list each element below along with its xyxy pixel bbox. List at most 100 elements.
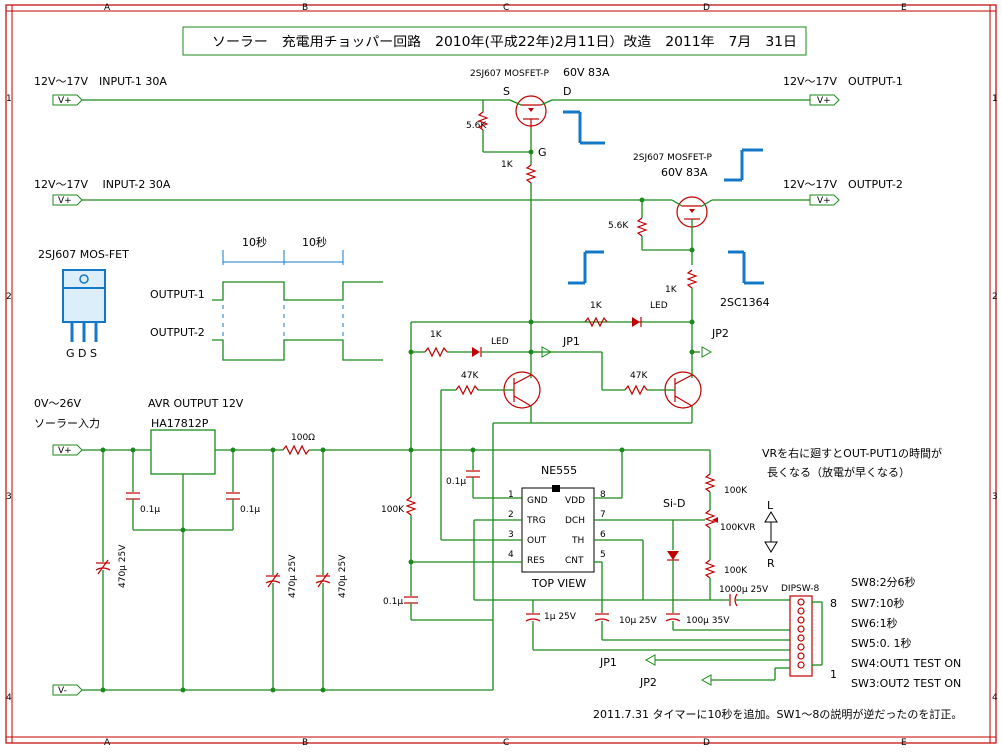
variable-resistor	[704, 509, 716, 529]
ne555-pin1-name: GND	[527, 496, 548, 506]
grid-row-2-right: 2	[992, 292, 998, 302]
ne555-pin1-num: 1	[508, 490, 514, 500]
mosfet1-arrow	[528, 108, 534, 112]
mosfet1-source-lead	[509, 99, 522, 106]
vr-r-label: R	[767, 557, 775, 570]
c10u-label: 10μ 25V	[619, 616, 657, 626]
resistor-1k-led2	[584, 316, 608, 328]
r100k-top-label: 100K	[724, 486, 748, 496]
resistor-100k-top	[704, 473, 716, 493]
led2-label: LED	[650, 301, 668, 311]
resistor-1k-2	[686, 269, 698, 289]
resistor-47k-1	[455, 384, 479, 396]
grid-row-2-left: 2	[6, 292, 12, 302]
jp2-label-bottom: JP2	[639, 676, 657, 689]
ne555-pin2-num: 2	[508, 510, 514, 520]
grid-row-1-left: 1	[6, 94, 12, 104]
r100k-bot-label: 100K	[724, 566, 748, 576]
avr-regulator	[150, 429, 216, 475]
r100k-left-label: 100K	[381, 505, 405, 515]
mosfet1-drain-lead	[540, 99, 553, 106]
led1-label: LED	[491, 337, 509, 347]
mosfet2-drain-lead	[701, 199, 713, 207]
capacitor-1000u-plate-b	[734, 593, 738, 607]
grid-row-4-left: 4	[6, 693, 12, 703]
junction-gate1	[528, 149, 534, 155]
q1-collector	[513, 374, 532, 385]
led2-diode	[632, 317, 640, 327]
r56k1-label: 5.6K	[466, 121, 487, 131]
junction-led2	[689, 319, 695, 325]
r1k2-label: 1K	[665, 285, 678, 295]
c1000-label: 1000μ 25V	[719, 585, 769, 595]
c100u-label: 100μ 35V	[686, 616, 730, 626]
timing-period-2: 10秒	[302, 235, 327, 249]
dip-switch-pos-4	[797, 634, 805, 642]
ne555-pin2-name: TRG	[526, 516, 546, 526]
ne555-pin4-num: 4	[508, 550, 514, 560]
grid-row-1-right: 1	[992, 94, 998, 104]
dipsw-bottom-index: 1	[830, 668, 837, 681]
ne555-pin4-name: RES	[527, 556, 545, 566]
mosfet1-s-label: S	[503, 85, 510, 98]
q2-emitter	[674, 395, 693, 407]
solar-port-plus-text: V+	[58, 446, 72, 456]
ne555-pin5-name: CNT	[565, 556, 584, 566]
resistor-100k-left	[405, 496, 417, 516]
dip-switch-pos-1	[797, 661, 805, 669]
solar-port-plus	[52, 444, 83, 456]
dip-switch-pos-6	[797, 616, 805, 624]
dip-switch-pos-7	[797, 607, 805, 615]
solar-label: ソーラー入力	[34, 417, 100, 430]
resistor-100ohm	[282, 444, 310, 456]
input2-port-text: V+	[58, 196, 72, 206]
grid-row-4-right: 4	[992, 693, 998, 703]
output1-label: 12V～17V OUTPUT-1	[783, 75, 903, 88]
vr-wiper-arrow	[712, 517, 718, 523]
ne555-pin7-num: 7	[600, 510, 606, 520]
mosfet2-part: 2SJ607 MOSFET-P	[633, 153, 712, 163]
resistor-47k-2	[624, 384, 648, 396]
vr-l-label: L	[767, 499, 774, 512]
output1-port-text: V+	[817, 96, 831, 106]
mosfet1-g-label: G	[538, 146, 547, 159]
input2-port	[52, 194, 83, 206]
grid-col-c-top: C	[503, 3, 509, 13]
capacitor-1u-plate-b	[525, 618, 541, 622]
sw3-label: SW3:OUT2 TEST ON	[851, 677, 961, 690]
dipsw-top-index: 8	[830, 597, 837, 610]
grid-row-3-right: 3	[992, 492, 998, 502]
package-body	[62, 269, 106, 323]
timing-period-1: 10秒	[242, 235, 267, 249]
grid-col-d-bottom: D	[703, 738, 710, 748]
r1k-led1-label: 1K	[430, 330, 443, 340]
grid-col-a-bottom: A	[104, 738, 111, 748]
grid-col-d-top: D	[703, 3, 710, 13]
led1-diode	[472, 347, 480, 357]
sw8-label: SW8:2分6秒	[851, 575, 916, 589]
package-tab	[62, 269, 106, 289]
resistor-5-6k-1	[477, 111, 489, 131]
junction-gate2	[689, 247, 695, 253]
package-pins: G D S	[66, 347, 97, 360]
solar-range: 0V～26V	[34, 397, 82, 410]
dip-switch-body	[789, 595, 813, 677]
ne555-view: TOP VIEW	[531, 577, 586, 590]
jp2-flag-bottom	[700, 674, 712, 686]
grid-col-e-bottom: E	[901, 738, 907, 748]
timing-output2-label: OUTPUT-2	[150, 326, 205, 339]
mosfet1-part: 2SJ607 MOSFET-P	[470, 69, 549, 79]
ne555-pin6-name: TH	[571, 536, 584, 546]
title-box	[182, 26, 807, 56]
output2-label: 12V～17V OUTPUT-2	[783, 178, 903, 191]
grid-row-3-left: 3	[6, 492, 12, 502]
r1k1-label: 1K	[501, 160, 514, 170]
capacitor-470u-1-plate-b	[95, 567, 111, 571]
c470-1-label: 470μ 25V	[118, 544, 128, 588]
grid-col-e-top: E	[901, 3, 907, 13]
jp2-flag-top	[701, 346, 713, 358]
avr-title: AVR OUTPUT 12V	[148, 397, 244, 410]
capacitor-470u-1-slash	[97, 559, 109, 575]
